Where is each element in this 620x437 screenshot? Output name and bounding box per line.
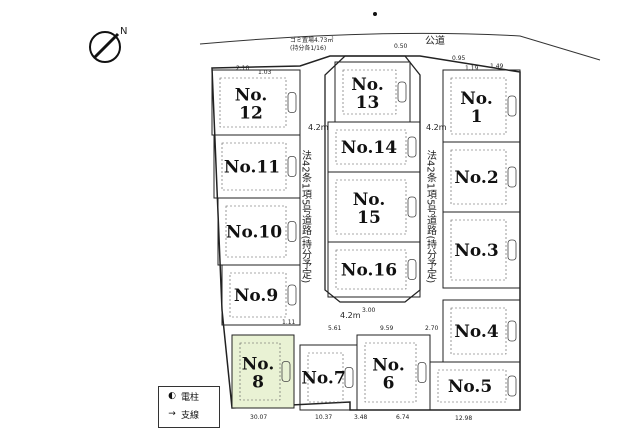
parking-car-icon <box>507 239 517 261</box>
parking-car-icon <box>507 375 517 397</box>
lot-2-label: No.2 <box>454 168 498 188</box>
lot-15-house-outline <box>335 179 407 235</box>
lot-8-label-prefix: No. <box>242 355 275 375</box>
lot-4-house-outline <box>450 307 507 355</box>
lot-16-parcel <box>327 241 421 298</box>
legend: ◐ 電柱 → 支線 <box>158 386 220 428</box>
parking-car-icon <box>507 320 517 342</box>
parking-car-icon <box>397 81 407 103</box>
lot-3-house-outline <box>450 219 507 281</box>
dim-0: 2.10 <box>236 65 250 72</box>
lot-7-label: No.7 <box>301 369 345 389</box>
lot-11-house-outline <box>221 142 287 191</box>
legend-row-guy: → 支線 <box>159 405 219 423</box>
parking-car-icon <box>407 259 417 280</box>
public-road-label: 公道 <box>425 34 445 47</box>
lot-5-house-outline <box>437 369 507 403</box>
road-note-1: ゴミ置場4.73㎡ <box>290 36 333 44</box>
lot-6-label-number: 6 <box>383 374 395 394</box>
dim-2: 0.50 <box>394 43 408 50</box>
north-label: N <box>120 26 127 37</box>
dim-8: 9.59 <box>380 325 394 332</box>
road-width-bottom: 4.2m <box>340 311 361 320</box>
parking-car-icon <box>344 367 354 388</box>
dim-7: 6.74 <box>396 414 410 421</box>
lot-12-label-number: 12 <box>239 104 263 124</box>
dim-1: 1.03 <box>258 69 272 76</box>
lot-11-label: No.11 <box>224 158 280 178</box>
lot-6-house-outline <box>364 342 417 403</box>
lot-7-parcel <box>299 344 358 411</box>
parking-car-icon <box>507 95 517 117</box>
private-road-left-label: 法42条1項5号道路(持分予定) <box>300 149 312 284</box>
dim-6: 3.48 <box>354 414 368 421</box>
lot-8-house-outline <box>239 342 281 401</box>
lot-2-house-outline <box>450 149 507 205</box>
lot-3-parcel <box>442 211 521 289</box>
lot-1-label-number: 1 <box>471 107 483 127</box>
dim-15: 1.11 <box>282 319 296 326</box>
lot-1-house-outline <box>450 77 507 135</box>
lot-12-parcel <box>211 69 301 136</box>
lot-3-label: No.3 <box>454 241 498 261</box>
north-arrow-icon: N <box>89 26 127 63</box>
lot-16-label: No.16 <box>341 261 397 281</box>
dim-5: 1.49 <box>490 63 504 70</box>
dim-14: 3.00 <box>362 307 376 314</box>
parking-car-icon <box>287 221 297 242</box>
lot-9-label: No.9 <box>234 286 278 306</box>
lot-7-house-outline <box>307 352 344 403</box>
dim-11: 30.07 <box>250 414 267 421</box>
lot-13-label-prefix: No. <box>351 75 384 95</box>
lot-15-label-prefix: No. <box>353 190 386 210</box>
guy-wire-icon: → <box>168 409 176 419</box>
lot-10-house-outline <box>225 205 287 258</box>
dim-10: 12.98 <box>455 415 472 422</box>
lot-12-house-outline <box>219 77 287 128</box>
dim-13: 2.70 <box>425 325 439 332</box>
lot-layer: No.1No.2No.3No.4No.5No.6No.7No.8No.9No.1… <box>211 61 521 411</box>
lot-5-label: No.5 <box>448 377 492 397</box>
dim-12: 5.61 <box>328 325 342 332</box>
legend-label-guy: 支線 <box>181 410 200 421</box>
legend-label-pole: 電柱 <box>181 392 200 403</box>
lot-14-label: No.14 <box>341 138 397 158</box>
lot-4-label: No.4 <box>454 322 498 342</box>
road-width-right: 4.2m <box>426 123 447 132</box>
dim-4: 0.95 <box>452 55 466 62</box>
parking-car-icon <box>407 136 417 158</box>
lot-16-house-outline <box>335 249 407 290</box>
lot-8-label-number: 8 <box>252 373 264 393</box>
lot-12-label-prefix: No. <box>235 86 268 106</box>
lot-13-house-outline <box>342 69 397 115</box>
road-note-2: (持分各1/16) <box>290 44 326 52</box>
lot-6-label-prefix: No. <box>372 356 405 376</box>
dim-9: 10.37 <box>315 414 332 421</box>
parking-car-icon <box>507 166 517 188</box>
road-width-left: 4.2m <box>308 123 329 132</box>
parking-car-icon <box>407 196 417 218</box>
private-road-right-label: 法42条1項5号道路(持分予定) <box>425 149 437 284</box>
parking-car-icon <box>287 156 297 177</box>
dim-3: 1.19 <box>465 65 479 72</box>
lot-8-parcel <box>231 334 295 409</box>
lot-9-house-outline <box>229 272 287 318</box>
parking-car-icon <box>287 284 297 306</box>
parking-car-icon <box>281 361 291 382</box>
lot-13-label-number: 13 <box>356 93 380 113</box>
utility-pole-icon: ◐ <box>168 391 176 401</box>
lot-15-label-number: 15 <box>357 208 381 228</box>
lot-1-label-prefix: No. <box>460 89 493 109</box>
legend-row-pole: ◐ 電柱 <box>159 387 219 405</box>
parking-car-icon <box>417 362 427 383</box>
parking-car-icon <box>287 92 297 113</box>
lot-10-label: No.10 <box>226 223 282 243</box>
